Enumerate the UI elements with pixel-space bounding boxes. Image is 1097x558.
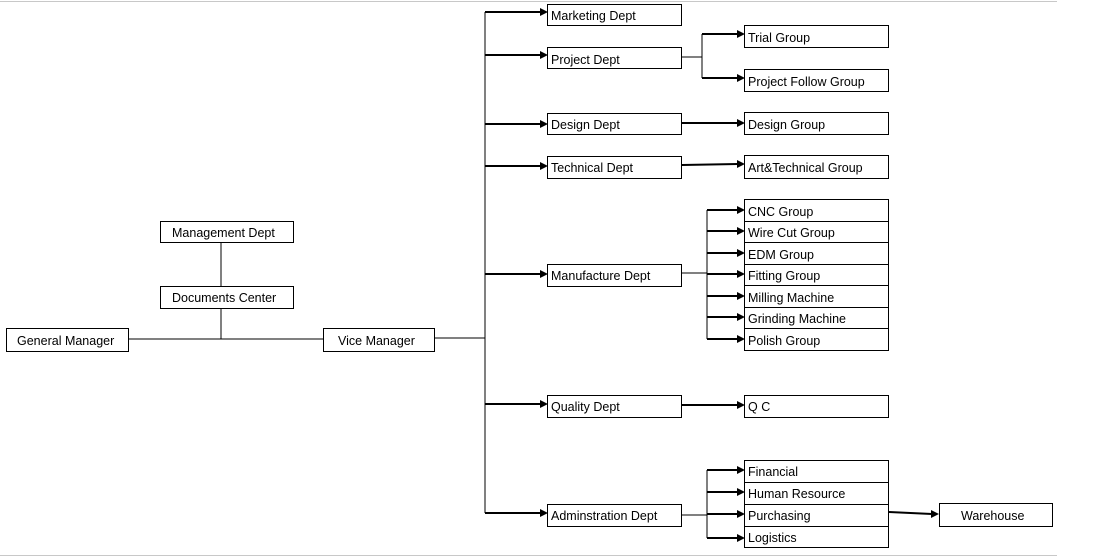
node-label: Human Resource bbox=[748, 487, 845, 501]
arrow-art-technical bbox=[681, 163, 739, 166]
node-human-resource: Human Resource bbox=[744, 482, 889, 505]
node-project-dept: Project Dept bbox=[547, 47, 682, 69]
node-milling-machine: Milling Machine bbox=[744, 285, 889, 308]
node-fitting-group: Fitting Group bbox=[744, 264, 889, 286]
arrow-warehouse bbox=[888, 511, 933, 515]
node-label: CNC Group bbox=[748, 205, 813, 219]
arrowhead-quality bbox=[540, 400, 548, 408]
node-label: Vice Manager bbox=[338, 334, 415, 348]
node-grinding-machine: Grinding Machine bbox=[744, 307, 889, 329]
arrowhead-trial-group bbox=[737, 30, 745, 38]
node-label: Q C bbox=[748, 400, 770, 414]
node-label: EDM Group bbox=[748, 248, 814, 262]
node-management-dept: Management Dept bbox=[160, 221, 294, 243]
node-art-technical-group: Art&Technical Group bbox=[744, 155, 889, 179]
node-label: Adminstration Dept bbox=[551, 509, 658, 523]
node-label: Polish Group bbox=[748, 334, 820, 348]
arrowhead-milling bbox=[737, 292, 745, 300]
node-trial-group: Trial Group bbox=[744, 25, 889, 48]
node-label: Quality Dept bbox=[551, 400, 620, 414]
node-polish-group: Polish Group bbox=[744, 328, 889, 351]
arrowhead-grinding bbox=[737, 313, 745, 321]
node-design-dept: Design Dept bbox=[547, 113, 682, 135]
arrowhead-technical bbox=[540, 162, 548, 170]
node-qc: Q C bbox=[744, 395, 889, 418]
node-project-follow-group: Project Follow Group bbox=[744, 69, 889, 92]
node-cnc-group: CNC Group bbox=[744, 199, 889, 222]
node-edm-group: EDM Group bbox=[744, 242, 889, 265]
node-administration-dept: Adminstration Dept bbox=[547, 504, 682, 527]
node-label: Project Dept bbox=[551, 53, 620, 67]
node-label: Manufacture Dept bbox=[551, 269, 651, 283]
node-label: Grinding Machine bbox=[748, 312, 846, 326]
node-quality-dept: Quality Dept bbox=[547, 395, 682, 418]
node-label: Wire Cut Group bbox=[748, 226, 835, 240]
node-marketing-dept: Marketing Dept bbox=[547, 4, 682, 26]
node-label: Technical Dept bbox=[551, 161, 634, 175]
node-financial: Financial bbox=[744, 460, 889, 483]
node-label: Documents Center bbox=[172, 291, 276, 305]
arrowhead-warehouse bbox=[931, 510, 939, 518]
node-manufacture-dept: Manufacture Dept bbox=[547, 264, 682, 287]
arrowhead-polish bbox=[737, 335, 745, 343]
arrowhead-purchasing bbox=[737, 510, 745, 518]
connectors bbox=[129, 8, 939, 542]
arrowhead-marketing bbox=[540, 8, 548, 16]
node-design-group: Design Group bbox=[744, 112, 889, 135]
arrowhead-manufacture bbox=[540, 270, 548, 278]
node-label: Project Follow Group bbox=[748, 75, 865, 89]
node-label: General Manager bbox=[17, 334, 114, 348]
node-label: Management Dept bbox=[172, 226, 275, 240]
node-label: Marketing Dept bbox=[551, 9, 636, 23]
node-technical-dept: Technical Dept bbox=[547, 156, 682, 179]
arrowhead-wire-cut bbox=[737, 227, 745, 235]
node-logistics: Logistics bbox=[744, 526, 889, 548]
node-label: Purchasing bbox=[748, 509, 811, 523]
node-warehouse: Warehouse bbox=[939, 503, 1053, 527]
node-label: Fitting Group bbox=[748, 269, 820, 283]
node-label: Design Dept bbox=[551, 118, 620, 132]
arrowhead-logistics bbox=[737, 534, 745, 542]
arrowhead-cnc bbox=[737, 206, 745, 214]
arrowhead-project-follow bbox=[737, 74, 745, 82]
node-wire-cut-group: Wire Cut Group bbox=[744, 221, 889, 243]
arrowhead-qc bbox=[737, 401, 745, 409]
node-documents-center: Documents Center bbox=[160, 286, 294, 309]
node-label: Design Group bbox=[748, 118, 825, 132]
arrowhead-art-technical bbox=[737, 160, 745, 168]
arrowhead-design bbox=[540, 120, 548, 128]
node-purchasing: Purchasing bbox=[744, 504, 889, 527]
node-general-manager: General Manager bbox=[6, 328, 129, 352]
arrowhead-human-resource bbox=[737, 488, 745, 496]
arrowhead-financial bbox=[737, 466, 745, 474]
arrowhead-administration bbox=[540, 509, 548, 517]
node-label: Warehouse bbox=[961, 509, 1025, 523]
arrowhead-edm bbox=[737, 249, 745, 257]
node-label: Art&Technical Group bbox=[748, 161, 863, 175]
node-label: Trial Group bbox=[748, 31, 810, 45]
node-label: Milling Machine bbox=[748, 291, 834, 305]
arrowhead-project bbox=[540, 51, 548, 59]
node-label: Financial bbox=[748, 465, 798, 479]
node-label: Logistics bbox=[748, 531, 797, 545]
node-vice-manager: Vice Manager bbox=[323, 328, 435, 352]
arrowhead-design-group bbox=[737, 119, 745, 127]
arrowhead-fitting bbox=[737, 270, 745, 278]
